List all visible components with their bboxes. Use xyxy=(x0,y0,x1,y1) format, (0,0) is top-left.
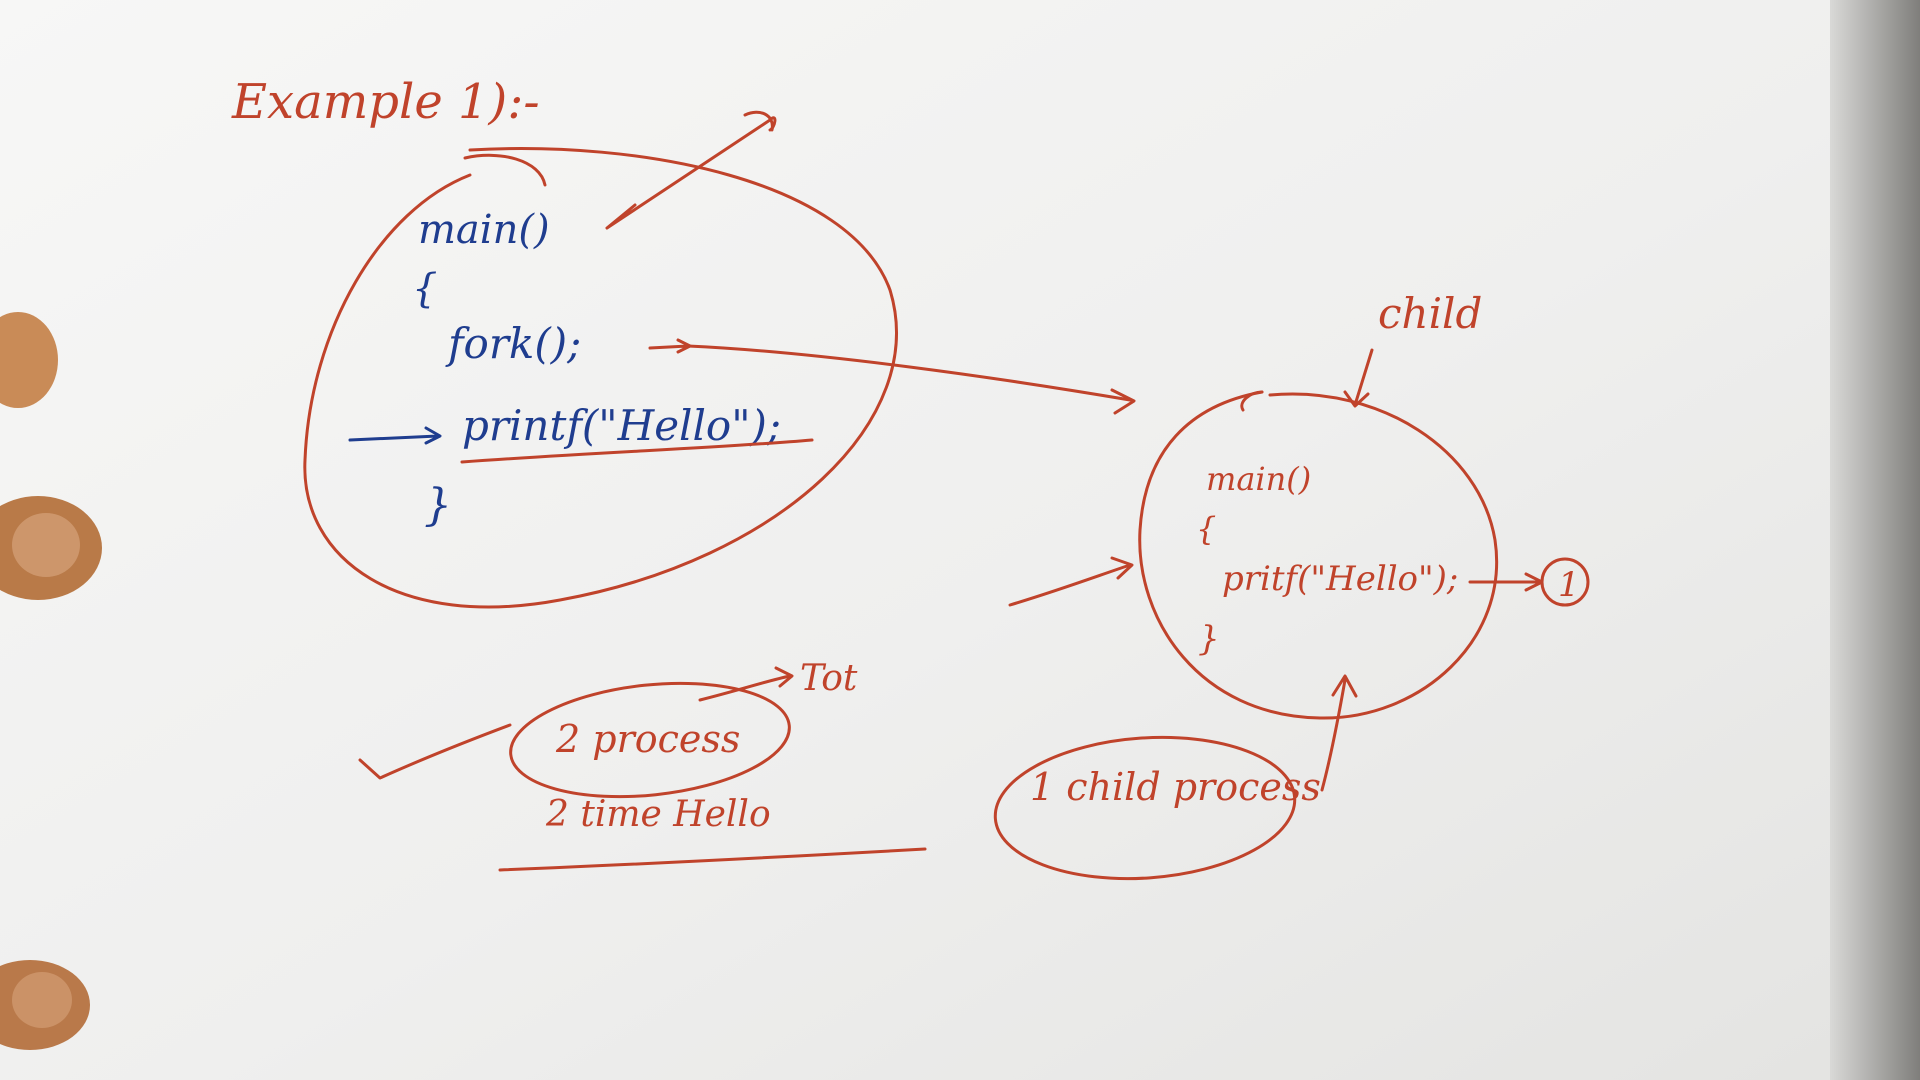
notes-right-group: 1 child process xyxy=(993,674,1358,881)
tot-arrow xyxy=(698,666,794,702)
child-entry-arrow xyxy=(1008,556,1134,607)
child-process-up-arrow xyxy=(1320,674,1358,792)
notes-left-group: 2 process Tot 2 time Hello xyxy=(358,658,927,872)
parent-main-text: main() xyxy=(418,207,550,253)
output-circle xyxy=(1540,557,1590,607)
fork-arrow-head xyxy=(1110,388,1136,415)
check-mark-icon xyxy=(358,723,512,780)
output-count: 1 xyxy=(1558,565,1580,605)
fingers-icon xyxy=(0,312,102,1050)
parent-open-brace: { xyxy=(412,266,437,312)
child-close-brace: } xyxy=(1198,619,1220,659)
heading-text: Example 1):- xyxy=(231,74,540,130)
child-circle xyxy=(1138,390,1499,720)
hello-underline xyxy=(498,847,927,872)
process-ellipse xyxy=(509,681,791,799)
note-hello: 2 time Hello xyxy=(545,794,771,835)
child-label: child xyxy=(1378,289,1482,338)
parent-process-group: main() { fork(); printf("Hello"); } xyxy=(303,110,898,609)
note-processes: 2 process xyxy=(555,717,740,761)
child-process-group: child main() { pritf("Hello"); } 1 xyxy=(1008,289,1590,720)
main-arrow-head xyxy=(743,110,774,132)
child-process-ellipse xyxy=(993,735,1297,881)
child-printf-text: pritf("Hello"); xyxy=(1222,559,1458,599)
child-main-text: main() xyxy=(1206,460,1311,498)
printf-underline xyxy=(460,438,814,464)
parent-fork-text: fork(); xyxy=(445,319,581,368)
parent-close-brace: } xyxy=(424,480,452,531)
fork-to-child-arrow xyxy=(686,344,1132,402)
parent-circle-tail xyxy=(463,153,547,187)
note-total: Tot xyxy=(800,658,858,699)
note-child: 1 child process xyxy=(1030,765,1321,809)
parent-printf-text: printf("Hello"); xyxy=(462,401,781,450)
parent-circle xyxy=(303,147,898,609)
child-open-brace: { xyxy=(1196,510,1216,548)
child-label-arrow xyxy=(1343,348,1374,408)
paper-edge-shadow xyxy=(1830,0,1920,1080)
pointer-arrow-icon xyxy=(348,426,442,445)
paper-sheet xyxy=(0,0,1830,1080)
child-circle-tail xyxy=(1240,390,1264,412)
